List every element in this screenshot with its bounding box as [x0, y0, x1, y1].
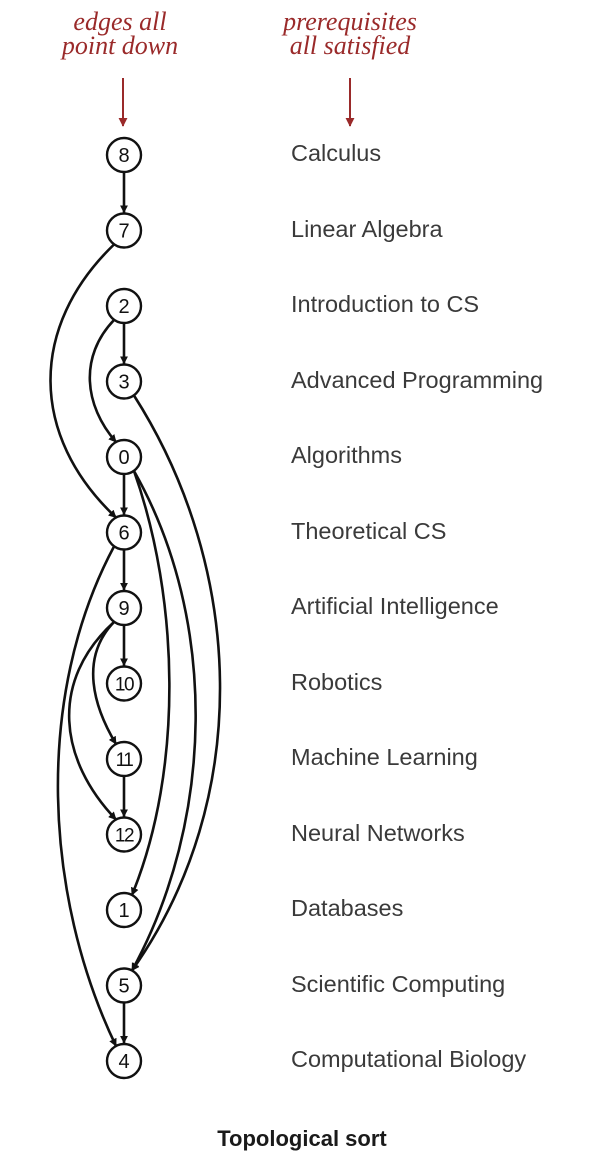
course-label: Neural Networks	[291, 819, 465, 846]
course-label: Linear Algebra	[291, 215, 443, 242]
node-9-label: 9	[118, 598, 129, 620]
annotation-line-1: prerequisites	[283, 7, 417, 36]
annotation-line-2: all satisfied	[289, 31, 411, 60]
annotation-edges-point-down: edges all point down	[40, 7, 200, 60]
node-1-label: 1	[118, 900, 129, 922]
node-7-circle	[105, 212, 143, 249]
node-11-label: 11	[116, 750, 134, 771]
node-5-circle	[105, 967, 143, 1004]
node-10-label: 10	[115, 675, 134, 696]
node-6-circle	[105, 514, 143, 551]
course-label: Introduction to CS	[291, 291, 480, 317]
edge-7-to-6	[49, 243, 117, 519]
node-group: 8 7 2 3 0 6 9 10 11 12 1 5 4	[105, 136, 143, 1080]
figure-caption: Topological sort	[217, 1126, 387, 1151]
node-2-label: 2	[118, 296, 129, 318]
node-4-circle	[105, 1042, 143, 1080]
node-5-label: 5	[118, 976, 129, 998]
node-3-circle	[105, 363, 143, 400]
course-label: Artificial Intelligence	[291, 593, 499, 619]
edge-0-to-5	[130, 470, 197, 972]
course-label: Advanced Programming	[291, 366, 544, 393]
edge-group	[49, 172, 222, 1047]
node-7-label: 7	[118, 221, 129, 243]
node-2-circle	[105, 287, 143, 325]
course-label: Databases	[291, 895, 404, 921]
node-12-label: 12	[115, 826, 134, 847]
edge-0-to-1	[130, 470, 171, 896]
edge-3-to-5	[130, 394, 222, 972]
node-8-label: 8	[118, 145, 129, 167]
edge-2-to-0	[88, 319, 117, 443]
course-label: Theoretical CS	[291, 517, 447, 544]
node-6-label: 6	[118, 523, 129, 545]
annotation-line-2: point down	[61, 31, 179, 60]
node-8-circle	[105, 136, 143, 174]
course-label: Calculus	[291, 140, 382, 166]
node-10-circle	[105, 665, 143, 702]
edge-9-to-11	[91, 621, 118, 745]
node-12-circle	[105, 816, 143, 853]
node-4-label: 4	[118, 1051, 129, 1073]
course-label: Robotics	[291, 668, 383, 695]
node-1-circle	[105, 891, 143, 929]
course-label: Algorithms	[291, 442, 403, 468]
course-label: Computational Biology	[291, 1046, 527, 1072]
node-0-label: 0	[118, 447, 129, 469]
node-3-label: 3	[118, 372, 129, 394]
annotation-prerequisites-satisfied: prerequisites all satisfied	[250, 7, 450, 60]
annotation-line-1: edges all	[73, 7, 167, 36]
node-0-circle	[105, 438, 143, 476]
node-9-circle	[105, 589, 143, 627]
edge-9-to-12	[67, 621, 117, 821]
edge-6-to-4	[56, 545, 118, 1047]
course-label: Scientific Computing	[291, 970, 506, 997]
node-11-circle	[105, 740, 143, 778]
course-label: Machine Learning	[291, 744, 478, 770]
